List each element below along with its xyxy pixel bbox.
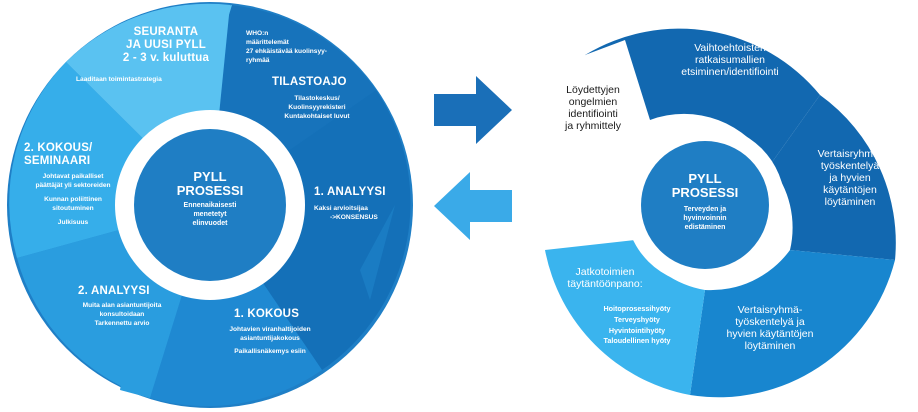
arrow-left [434, 172, 512, 240]
seuranta-heading: SEURANTA JA UUSI PYLL 2 - 3 v. kuluttua [122, 26, 210, 64]
segment-vertais1 [770, 95, 896, 260]
kokous1-subtext: Johtavien viranhaltijoiden asiantuntijak… [229, 326, 311, 355]
segment-vertais2 [690, 250, 895, 398]
swirl-accent-1 [180, 5, 232, 88]
right-lead-text: Löydettyjen ongelmien identifiointi ja r… [564, 84, 621, 133]
jatkotoimien-heading: Jatkotoimien täytäntöönpano: [567, 266, 643, 291]
left-cycle [7, 2, 413, 408]
connector-arrows [434, 76, 512, 240]
left-center-disc [134, 129, 286, 281]
tilastoajo-who-text: WHO:n määrittelemät 27 ehkäistävää kuoli… [246, 30, 328, 64]
right-center-title: PYLL PROSESSI [671, 171, 739, 200]
seuranta-subtext: Laaditaan toimintastrategia [76, 76, 162, 83]
vertais2-text: Vertaisryhmä- työskentelyä ja hyvien käy… [726, 304, 814, 353]
arrow-right [434, 76, 512, 144]
kokous2-heading: 2. KOKOUS/ SEMINAARI [24, 142, 93, 167]
analyysi1-subtext: Kaksi arvioitsijaa ->KONSENSUS [314, 205, 378, 221]
right-cycle [545, 28, 896, 398]
swirl-accent-2 [360, 205, 395, 300]
vaihtoehtoisten-text: Vaihtoehtoisten ratkaisumallien etsimine… [681, 42, 779, 79]
jatkotoimien-items: Hoitoprosessihyöty Terveyshyöty Hyvintoi… [603, 304, 671, 346]
tilastoajo-subtext: Tilastokeskus/ Kuolinsyyrekisteri Kuntak… [284, 95, 350, 120]
segment-vaihtoehtoisten [585, 28, 820, 165]
right-center-subtitle: Terveyden ja hyvinvoinnin edistäminen [683, 206, 727, 232]
swirl-accent-3 [120, 305, 175, 398]
kokous1-heading: 1. KOKOUS [234, 308, 300, 320]
sector-kokous1 [150, 205, 322, 407]
analyysi2-heading: 2. ANALYYSI [78, 285, 150, 297]
analyysi2-subtext: Muita alan asiantuntijoita konsultoidaan… [82, 302, 162, 327]
vertais1-text: Vertaisryhmä- työskentelyä ja hyvien käy… [817, 148, 883, 209]
left-center-title: PYLL PROSESSI [176, 169, 244, 198]
kokous2-subtext: Johtavat paikalliset päättäjät yli sekto… [35, 173, 111, 226]
segment-jatkotoimien [545, 240, 705, 395]
left-center-subtitle: Ennenaikaisesti menetetyt elinvuodet [183, 202, 237, 228]
analyysi1-heading: 1. ANALYYSI [314, 186, 386, 198]
tilastoajo-heading: TILASTOAJO [272, 76, 347, 88]
sector-analyysi1 [210, 90, 411, 370]
right-head-notch [585, 40, 650, 120]
right-center-disc [641, 141, 769, 269]
